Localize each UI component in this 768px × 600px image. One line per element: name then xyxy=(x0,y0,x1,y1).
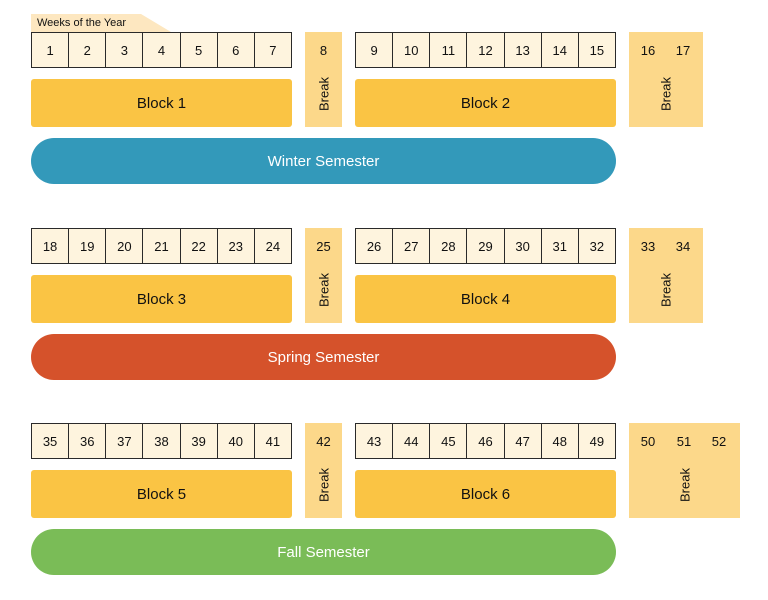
week-cell: 45 xyxy=(430,424,468,458)
break-week-number: 50 xyxy=(640,433,656,449)
week-cell: 23 xyxy=(218,229,255,263)
week-cell: 40 xyxy=(218,424,255,458)
break-week-number: 16 xyxy=(640,42,656,58)
week-cell: 46 xyxy=(467,424,505,458)
week-cell: 13 xyxy=(505,33,542,67)
week-cell: 38 xyxy=(143,424,181,458)
week-cell: 36 xyxy=(69,424,107,458)
weeks-of-year-label: Weeks of the Year xyxy=(31,14,171,32)
week-cell: 31 xyxy=(542,229,579,263)
week-cell: 5 xyxy=(181,33,218,67)
week-cell: 2 xyxy=(69,33,107,67)
week-cell: 18 xyxy=(32,229,70,263)
week-cell: 49 xyxy=(589,433,605,449)
break-week-number: 25 xyxy=(316,238,331,254)
break-label: Break xyxy=(316,468,331,502)
semester-row-winter: 1 2 3 4 5 6 7 Block 1 8 Break 9 10 11 12… xyxy=(0,32,768,192)
week-cell: 11 xyxy=(430,33,468,67)
week-cell: 27 xyxy=(393,229,431,263)
week-cell: 14 xyxy=(542,33,579,67)
week-cell: 6 xyxy=(218,33,255,67)
week-cell: 30 xyxy=(505,229,542,263)
mid-break: 25 Break xyxy=(305,228,342,323)
week-cell: 20 xyxy=(106,229,144,263)
semester-row-fall: 35 36 37 38 39 40 41 Block 5 42 Break 43… xyxy=(0,423,768,583)
end-break: 16 17 Break xyxy=(629,32,703,127)
week-cell: 21 xyxy=(143,229,181,263)
week-cell: 10 xyxy=(393,33,431,67)
mid-break: 8 Break xyxy=(305,32,342,127)
week-cell: 41 xyxy=(265,433,281,449)
week-cell: 24 xyxy=(265,238,281,254)
break-label: Break xyxy=(316,77,331,111)
week-group-right: 43 44 45 46 47 48 49 xyxy=(355,423,616,459)
semester-row-spring: 18 19 20 21 22 23 24 Block 3 25 Break 26… xyxy=(0,228,768,388)
semester-bar-fall: Fall Semester xyxy=(31,529,616,575)
week-cell: 32 xyxy=(589,238,605,254)
week-cell: 22 xyxy=(181,229,218,263)
week-cell: 28 xyxy=(430,229,468,263)
week-cell: 1 xyxy=(32,33,70,67)
semester-bar-winter: Winter Semester xyxy=(31,138,616,184)
week-group-left: 1 2 3 4 5 6 7 xyxy=(31,32,292,68)
break-week-number: 8 xyxy=(319,42,328,58)
break-label: Break xyxy=(658,77,674,111)
week-cell: 37 xyxy=(106,424,144,458)
break-week-number: 17 xyxy=(675,42,691,58)
week-cell: 9 xyxy=(356,33,394,67)
block-box: Block 4 xyxy=(355,275,616,323)
break-label: Break xyxy=(658,273,674,307)
week-cell: 7 xyxy=(269,42,277,58)
semester-bar-spring: Spring Semester xyxy=(31,334,616,380)
week-cell: 19 xyxy=(69,229,107,263)
week-cell: 3 xyxy=(106,33,144,67)
week-group-left: 18 19 20 21 22 23 24 xyxy=(31,228,292,264)
block-box: Block 6 xyxy=(355,470,616,518)
block-box: Block 2 xyxy=(355,79,616,127)
week-group-right: 9 10 11 12 13 14 15 xyxy=(355,32,616,68)
end-break: 50 51 52 Break xyxy=(629,423,740,518)
week-cell: 48 xyxy=(542,424,579,458)
week-cell: 35 xyxy=(32,424,70,458)
break-week-number: 51 xyxy=(676,433,692,449)
break-label: Break xyxy=(677,468,692,502)
break-week-number: 33 xyxy=(640,238,656,254)
week-cell: 15 xyxy=(589,42,605,58)
break-week-number: 34 xyxy=(675,238,691,254)
week-cell: 47 xyxy=(505,424,542,458)
end-break: 33 34 Break xyxy=(629,228,703,323)
week-cell: 12 xyxy=(467,33,505,67)
block-box: Block 5 xyxy=(31,470,292,518)
break-label: Break xyxy=(316,273,331,307)
week-group-left: 35 36 37 38 39 40 41 xyxy=(31,423,292,459)
block-box: Block 1 xyxy=(31,79,292,127)
week-cell: 26 xyxy=(356,229,394,263)
break-week-number: 42 xyxy=(316,433,331,449)
week-cell: 4 xyxy=(143,33,181,67)
break-week-number: 52 xyxy=(711,433,727,449)
week-cell: 44 xyxy=(393,424,431,458)
week-group-right: 26 27 28 29 30 31 32 xyxy=(355,228,616,264)
week-cell: 39 xyxy=(181,424,218,458)
block-box: Block 3 xyxy=(31,275,292,323)
week-cell: 43 xyxy=(356,424,394,458)
mid-break: 42 Break xyxy=(305,423,342,518)
week-cell: 29 xyxy=(467,229,505,263)
